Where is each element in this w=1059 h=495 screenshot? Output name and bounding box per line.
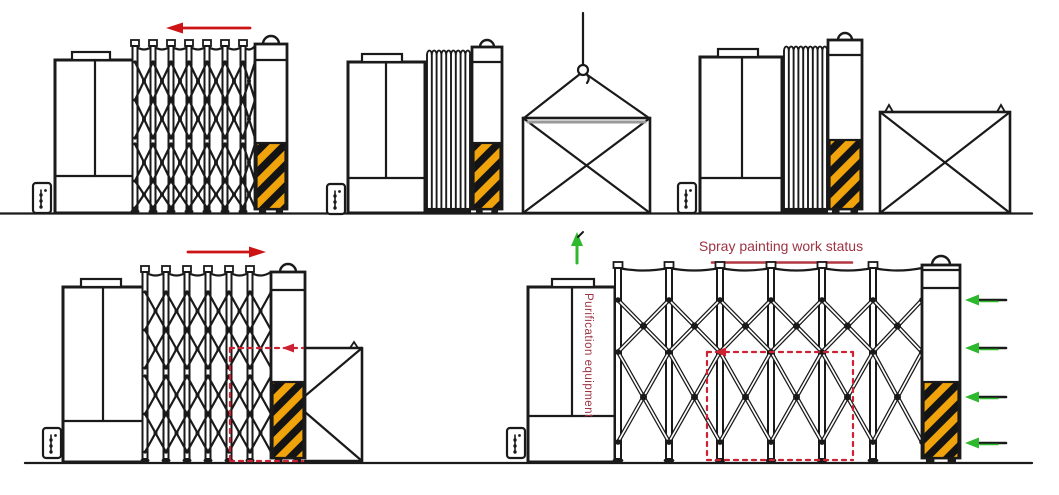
end-column: [470, 38, 504, 214]
crane-hook: [522, 11, 651, 120]
end-column: [269, 262, 307, 463]
purification-unit: [31, 50, 137, 215]
folding-booth: [612, 261, 925, 463]
purification-equipment-label: Purification equipment: [582, 293, 594, 418]
folding-booth: [130, 39, 257, 214]
retract-arrow-icon: [166, 22, 252, 34]
airflow-arrow-icon: [965, 391, 1008, 403]
airflow-arrow-icon: [965, 437, 1008, 449]
purification-unit: [325, 52, 427, 216]
hazard-stripes: [922, 380, 960, 460]
airflow-arrow-icon: [965, 294, 1008, 306]
workpiece-box: [521, 116, 652, 215]
workpiece-box: [878, 103, 1012, 215]
workpiece-box-partial: [303, 340, 364, 463]
hazard-stripes: [255, 141, 287, 211]
scissor-arms: [143, 290, 273, 454]
folding-booth: [140, 265, 273, 463]
workpiece-hidden-outline: [228, 343, 305, 463]
hazard-stripes: [271, 380, 305, 460]
panel-booth-folded-workpiece-placed: [676, 31, 1012, 215]
control-box: [325, 182, 347, 216]
panel-booth-retracting: [31, 22, 289, 215]
control-box: [676, 181, 698, 215]
panel-booth-folded-crane-loading: [325, 11, 652, 216]
end-column: [920, 254, 962, 463]
scissor-arms: [615, 297, 925, 445]
hazard-stripes: [828, 138, 862, 211]
workpiece-position-outline: [705, 347, 855, 462]
purification-unit: [41, 277, 145, 464]
purification-unit: [505, 277, 617, 464]
panel-spray-painting-work-status: [505, 231, 1008, 464]
airflow-arrow-icon: [965, 342, 1008, 354]
extend-arrow-icon: [186, 246, 266, 258]
end-column: [826, 31, 864, 214]
folded-booth-stack: [782, 45, 829, 214]
folded-booth-stack: [425, 49, 472, 214]
hazard-stripes: [472, 141, 502, 211]
scissor-arms: [133, 60, 257, 210]
panel-booth-extending-over-workpiece: [41, 246, 364, 464]
spray-status-label: Spray painting work status: [698, 238, 864, 254]
control-box: [41, 426, 63, 460]
end-column: [253, 34, 289, 214]
control-box: [505, 426, 527, 460]
purification-unit: [676, 47, 784, 215]
exhaust-arrow-icon: [571, 231, 584, 265]
control-box: [31, 181, 53, 215]
